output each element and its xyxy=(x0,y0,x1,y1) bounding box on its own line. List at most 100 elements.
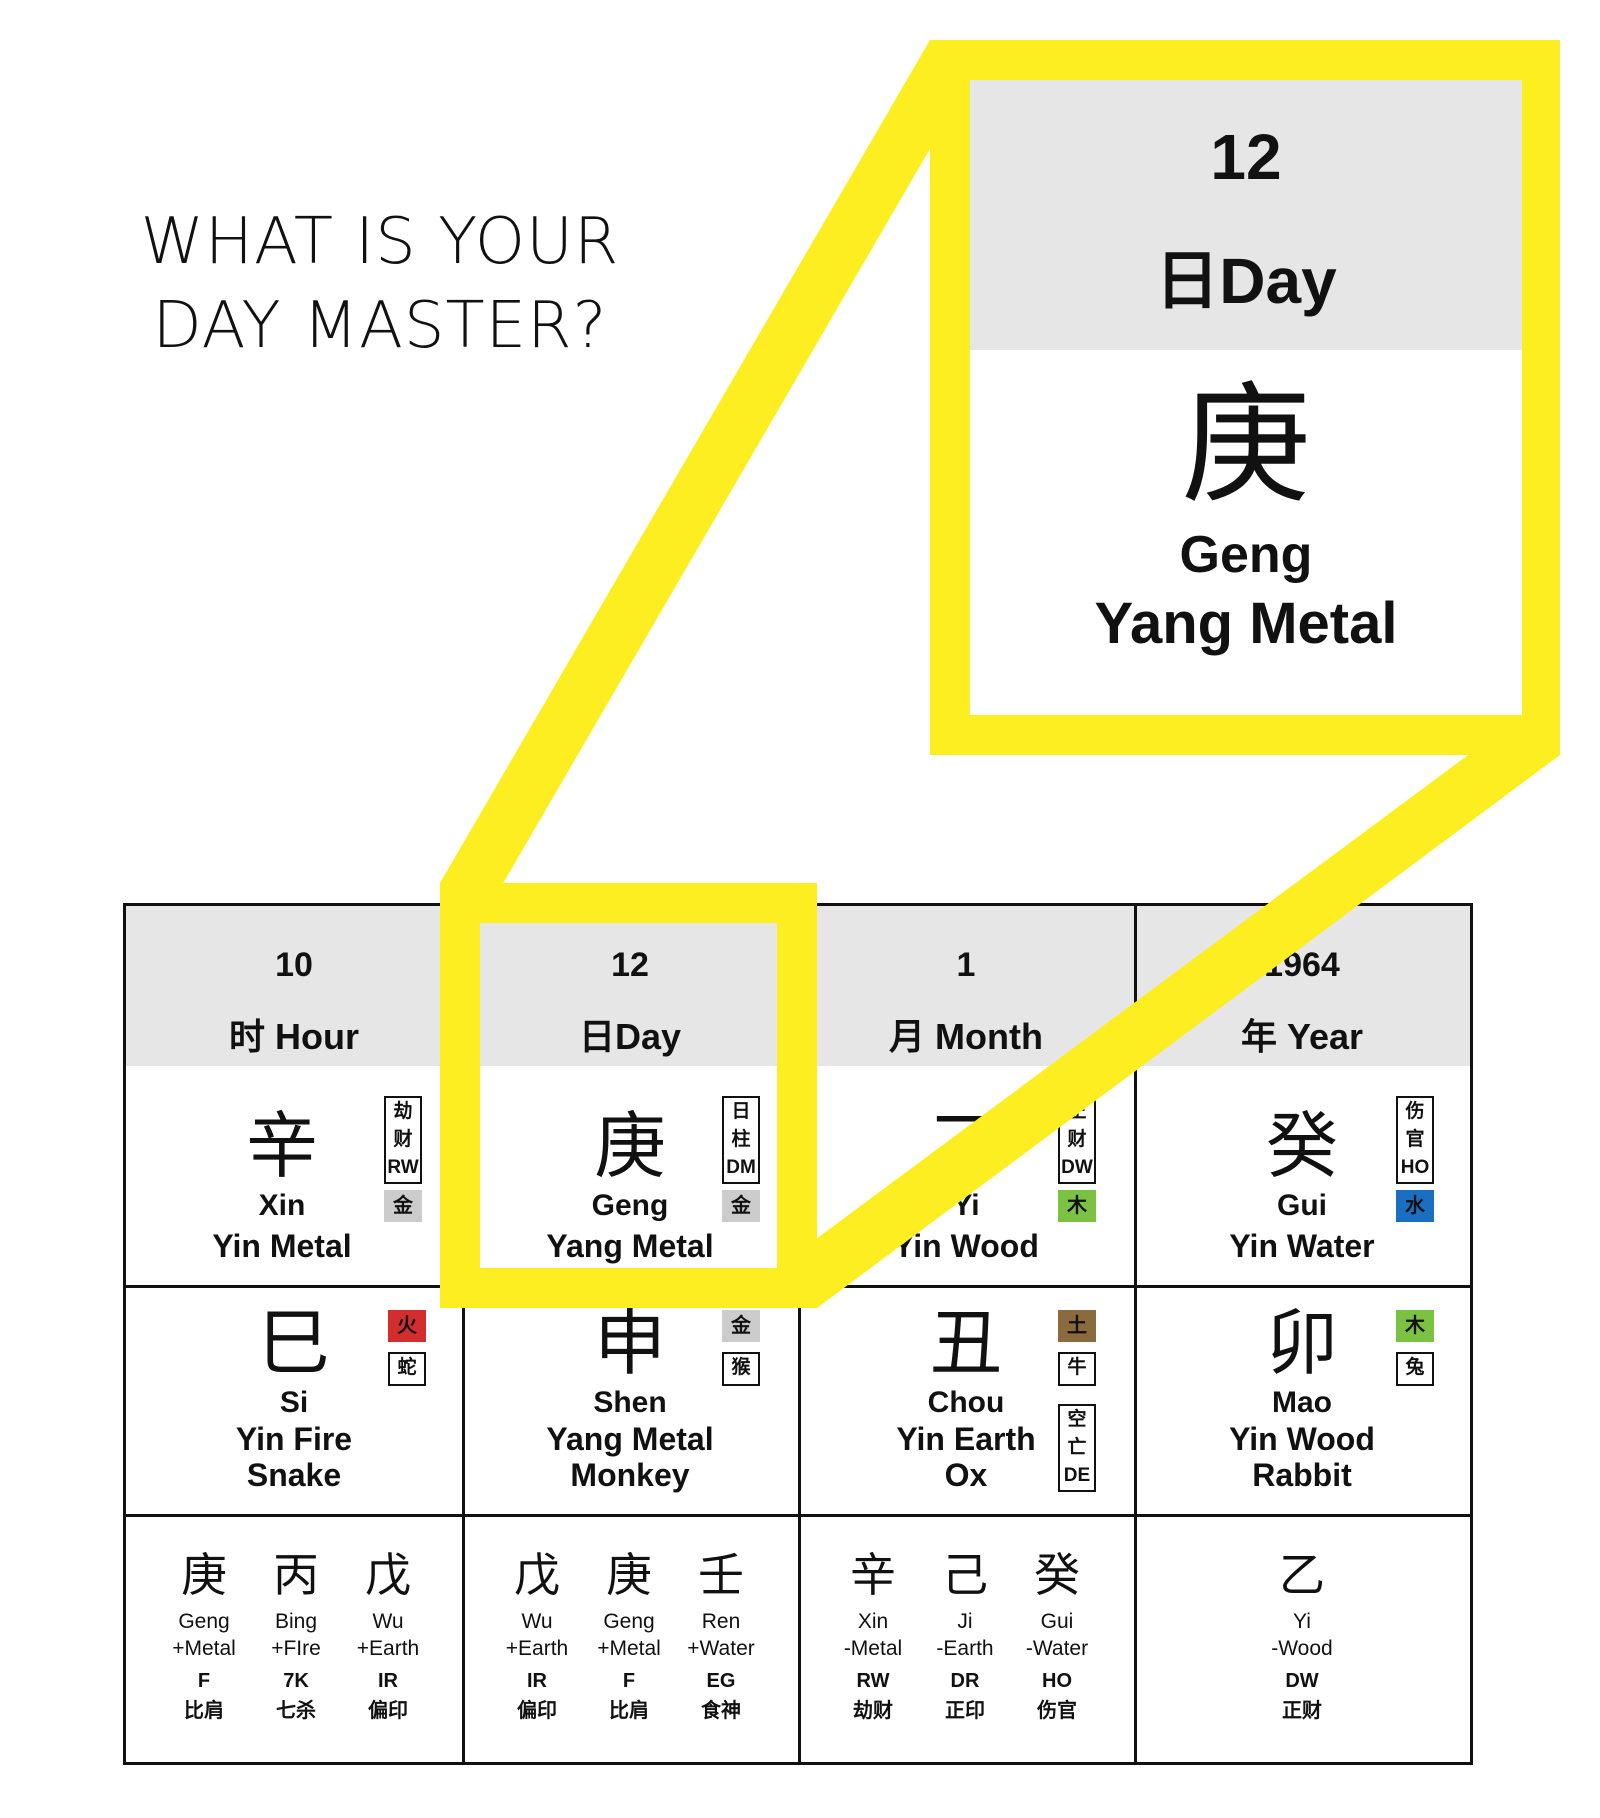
stem-pinyin: Xin xyxy=(258,1189,306,1222)
animal-tag: 牛 xyxy=(1058,1352,1096,1386)
hidden-char: 戊 xyxy=(514,1548,560,1602)
stem-pinyin: Geng xyxy=(591,1189,669,1222)
stem-element: Yin Metal xyxy=(212,1228,352,1264)
hidden-stem: 壬 Ren +Water EG 食神 xyxy=(675,1546,767,1726)
tag-line: DW xyxy=(1061,1157,1093,1178)
stem-char: 辛 xyxy=(245,1104,318,1188)
hidden-element: -Wood xyxy=(1271,1637,1333,1660)
element-chip: 水 xyxy=(1396,1190,1434,1222)
tag-line: 伤 xyxy=(1405,1101,1425,1122)
col-divider-2 xyxy=(798,906,801,1762)
branch-char: 申 xyxy=(593,1301,666,1385)
hidden-element: +Earth xyxy=(505,1637,569,1660)
branch-pinyin: Chou xyxy=(927,1386,1005,1419)
hidden-cn: 比肩 xyxy=(609,1700,649,1722)
hidden-char: 庚 xyxy=(181,1548,227,1602)
hidden-pinyin: Yi xyxy=(1293,1610,1311,1633)
hidden-cn: 七杀 xyxy=(276,1700,316,1722)
hidden-stem: 戊 Wu +Earth IR 偏印 xyxy=(491,1546,583,1726)
element-chip: 木 xyxy=(1058,1190,1096,1222)
void-tag: 空 亡 DE xyxy=(1058,1404,1096,1492)
branch-pinyin: Mao xyxy=(1272,1386,1332,1419)
hidden-stem: 己 Ji -Earth DR 正印 xyxy=(919,1546,1011,1726)
hidden-char: 乙 xyxy=(1279,1548,1325,1602)
branch-animal: Ox xyxy=(944,1457,988,1493)
hidden-cn: 偏印 xyxy=(517,1700,557,1722)
branch-pinyin: Shen xyxy=(593,1386,667,1419)
branch-animal: Snake xyxy=(246,1457,342,1493)
branch-char: 丑 xyxy=(929,1301,1002,1385)
tag-line: 猴 xyxy=(731,1357,751,1378)
tag-line: 柱 xyxy=(731,1129,751,1150)
hidden-pinyin: Ren xyxy=(701,1610,741,1633)
element-chip: 火 xyxy=(388,1310,426,1342)
hidden-cn: 偏印 xyxy=(368,1700,408,1722)
tag-line: DM xyxy=(726,1157,756,1178)
pillar-day: 12 日Day 庚 Geng Yang Metal 日 柱 DM 金 申 She… xyxy=(462,906,798,1762)
hidden-abbr: IR xyxy=(527,1670,547,1692)
pillar-number: 12 xyxy=(611,946,649,984)
tag-line: 牛 xyxy=(1067,1357,1087,1378)
hidden-element: -Earth xyxy=(936,1637,994,1660)
hidden-stem: 庚 Geng +Metal F 比肩 xyxy=(158,1546,250,1726)
branch-pinyin: Si xyxy=(279,1386,309,1419)
hidden-pinyin: Ji xyxy=(957,1610,973,1633)
hidden-abbr: RW xyxy=(856,1670,890,1692)
stem-element: Yin Water xyxy=(1229,1228,1375,1264)
stem-element: Yang Metal xyxy=(546,1228,714,1264)
stem-element: Yin Wood xyxy=(893,1228,1039,1264)
hidden-stem: 戊 Wu +Earth IR 偏印 xyxy=(342,1546,434,1726)
element-chip: 金 xyxy=(384,1190,422,1222)
zoom-stem-pinyin: Geng xyxy=(1179,526,1313,584)
hidden-abbr: 7K xyxy=(283,1670,309,1692)
hidden-element: +Water xyxy=(687,1637,755,1660)
hidden-pinyin: Wu xyxy=(521,1610,553,1633)
hidden-abbr: EG xyxy=(706,1670,736,1692)
hidden-stem: 丙 Bing +FIre 7K 七杀 xyxy=(250,1546,342,1726)
zoom-frame xyxy=(930,40,1560,755)
hidden-char: 己 xyxy=(942,1548,988,1602)
hidden-cn: 比肩 xyxy=(184,1700,224,1722)
hidden-abbr: HO xyxy=(1042,1670,1072,1692)
hidden-char: 癸 xyxy=(1034,1548,1080,1602)
pillar-number: 1 xyxy=(956,946,976,984)
branch-element: Yin Earth xyxy=(896,1421,1036,1457)
hidden-pinyin: Geng xyxy=(603,1610,655,1633)
ten-god-tag: 伤 官 HO xyxy=(1396,1096,1434,1184)
col-divider-1 xyxy=(462,906,465,1762)
stem-pinyin: Gui xyxy=(1277,1189,1327,1222)
tag-line: 亡 xyxy=(1067,1437,1087,1458)
tag-line: RW xyxy=(387,1157,419,1178)
table-highlight-frame xyxy=(440,883,817,1308)
col-divider-3 xyxy=(1134,906,1137,1762)
hidden-cn: 劫财 xyxy=(853,1700,893,1722)
headline: WHAT IS YOUR DAY MASTER? xyxy=(80,200,680,368)
branch-animal: Monkey xyxy=(570,1457,690,1493)
hidden-element: +Metal xyxy=(172,1637,236,1660)
animal-tag: 兔 xyxy=(1396,1352,1434,1386)
element-chip: 土 xyxy=(1058,1310,1096,1342)
tag-line: 空 xyxy=(1067,1409,1087,1430)
ten-god-tag: 劫 财 RW xyxy=(384,1096,422,1184)
element-chip: 金 xyxy=(722,1190,760,1222)
branch-char: 巳 xyxy=(257,1301,330,1385)
tag-line: 日 xyxy=(731,1101,751,1122)
tag-line: HO xyxy=(1400,1157,1430,1178)
hidden-stem: 癸 Gui -Water HO 伤官 xyxy=(1011,1546,1103,1726)
hidden-pinyin: Wu xyxy=(372,1610,404,1633)
hidden-char: 戊 xyxy=(365,1548,411,1602)
hidden-char: 辛 xyxy=(850,1548,896,1602)
element-chip: 金 xyxy=(722,1310,760,1342)
hidden-pinyin: Bing xyxy=(274,1610,318,1633)
callout-shapes xyxy=(440,40,1560,1308)
hidden-element: -Water xyxy=(1025,1637,1089,1660)
element-chip: 木 xyxy=(1396,1310,1434,1342)
stem-char: 癸 xyxy=(1265,1104,1338,1188)
hidden-cn: 食神 xyxy=(701,1700,741,1722)
hidden-char: 丙 xyxy=(273,1548,319,1602)
connector-upper xyxy=(440,40,970,923)
hidden-cn: 正财 xyxy=(1282,1700,1322,1722)
hidden-element: +Earth xyxy=(356,1637,420,1660)
tag-line: 劫 xyxy=(393,1101,413,1122)
branch-element: Yang Metal xyxy=(546,1421,714,1457)
